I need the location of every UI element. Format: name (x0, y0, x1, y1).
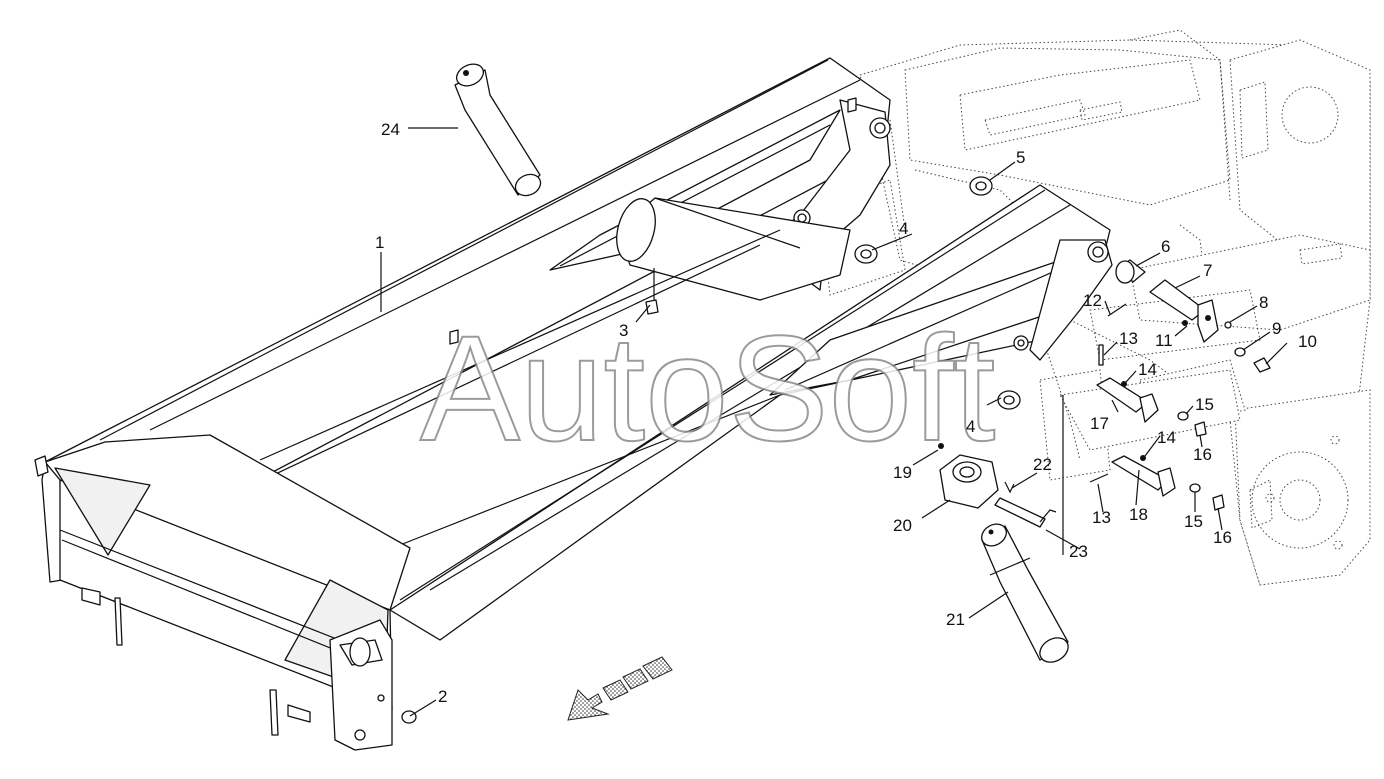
callout-16-upper: 16 (1193, 445, 1212, 464)
callout-7: 7 (1203, 261, 1212, 280)
callout-6: 6 (1161, 237, 1170, 256)
callout-13-lower: 13 (1092, 508, 1111, 527)
callout-1: 1 (375, 233, 384, 252)
callout-22: 22 (1033, 455, 1052, 474)
callout-11: 11 (1155, 331, 1173, 350)
direction-arrow (567, 656, 673, 721)
callout-21: 21 (946, 610, 965, 629)
callout-14-upper: 14 (1138, 360, 1157, 379)
callout-15-upper: 15 (1195, 395, 1214, 414)
callout-17: 17 (1090, 414, 1109, 433)
callout-8: 8 (1259, 293, 1268, 312)
callout-16-lower: 16 (1213, 528, 1232, 547)
watermark-text: AutoSoft (420, 304, 995, 472)
loader-frame (34, 57, 1113, 751)
callout-2: 2 (438, 687, 447, 706)
callout-23: 23 (1069, 542, 1088, 561)
callout-4-upper: 4 (899, 219, 908, 238)
hardware-parts (401, 63, 1271, 724)
callout-18: 18 (1129, 505, 1148, 524)
callout-4-lower: 4 (966, 417, 975, 436)
callouts: 1 2 3 4 4 5 6 7 8 9 10 11 12 13 13 14 14… (375, 120, 1317, 706)
callout-20: 20 (893, 516, 912, 535)
callout-9: 9 (1272, 319, 1281, 338)
callout-12: 12 (1083, 291, 1102, 310)
leader-lines (380, 127, 1288, 717)
callout-5: 5 (1016, 148, 1025, 167)
callout-14-lower: 14 (1157, 428, 1176, 447)
callout-3: 3 (619, 321, 628, 340)
callout-24: 24 (381, 120, 400, 139)
tractor-chassis-background (819, 29, 1371, 586)
callout-10: 10 (1298, 332, 1317, 351)
callout-19: 19 (893, 463, 912, 482)
callout-15-lower: 15 (1184, 512, 1203, 531)
callout-13-upper: 13 (1119, 329, 1138, 348)
